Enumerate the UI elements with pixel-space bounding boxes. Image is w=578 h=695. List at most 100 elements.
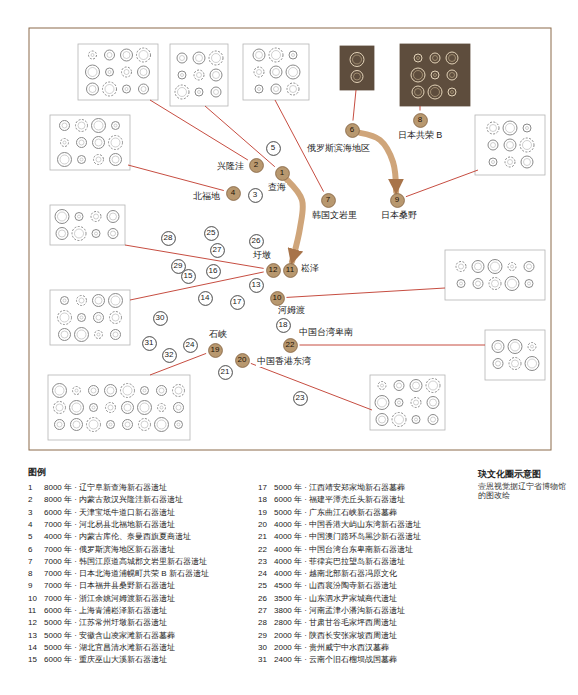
legend-entry: 7000 年 · 浙江余姚河姆渡新石器遗址 xyxy=(44,595,175,604)
legend-number: 11 xyxy=(28,607,36,616)
site-number: 6 xyxy=(345,123,360,138)
artifact-drawing xyxy=(50,205,125,245)
legend-number: 4 xyxy=(28,521,32,530)
artifact-drawing xyxy=(485,330,545,380)
legend-entry: 4000 年 · 菲律宾巴拉望岛新石器遗址 xyxy=(274,558,405,567)
site-marker: 13 xyxy=(249,278,264,293)
major-site-marker: 10河姆渡 xyxy=(270,291,285,306)
major-site-marker: 20中国香港东湾 xyxy=(235,353,250,368)
site-number: 9 xyxy=(390,193,405,208)
legend-number: 3 xyxy=(28,509,32,518)
artifact-drawing xyxy=(475,115,545,175)
site-marker: 14 xyxy=(198,291,213,306)
legend-number: 8 xyxy=(28,570,32,579)
legend-entry: 4500 年 · 山西襄汾陶寺新石器遗址 xyxy=(274,582,397,591)
legend-number: 17 xyxy=(258,484,267,493)
site-marker: 3 xyxy=(248,188,263,203)
major-site-marker: 8日本共荣 B xyxy=(413,113,428,128)
legend-number: 13 xyxy=(28,632,37,641)
map-frame xyxy=(29,28,551,450)
artifact-drawing xyxy=(170,44,228,106)
legend-entry: 5000 年 · 江苏常州圩墩新石器遗址 xyxy=(44,619,167,628)
legend-number: 10 xyxy=(28,595,37,604)
legend-entry: 7000 年 · 河北易县北福地新石器遗址 xyxy=(44,521,175,530)
leader-line xyxy=(125,245,264,268)
legend-entry: 7000 年 · 俄罗斯滨海地区新石器遗址 xyxy=(44,546,175,555)
spread-arrow xyxy=(287,180,303,262)
leader-line xyxy=(286,288,445,297)
artifact-drawing xyxy=(243,44,309,100)
site-number: 32 xyxy=(162,348,177,363)
legend-number: 1 xyxy=(28,484,32,493)
legend-entry: 6000 年 · 福建平潭壳丘头新石器遗址 xyxy=(274,496,405,505)
major-site-marker: 1查海 xyxy=(275,166,290,181)
site-number: 13 xyxy=(249,278,264,293)
site-marker: 21 xyxy=(218,365,233,380)
legend-entry: 2800 年 · 甘肃甘谷毛家坪西周遗址 xyxy=(274,619,397,628)
site-number: 1 xyxy=(275,166,290,181)
legend-number: 20 xyxy=(258,521,267,530)
major-site-marker: 11崧泽 xyxy=(283,263,298,278)
legend-entry: 2000 年 · 陕西长安张家坡西周遗址 xyxy=(274,632,397,641)
site-marker: 5 xyxy=(266,141,281,156)
leader-line xyxy=(128,165,224,191)
legend-entry: 7000 年 · 日本北海道浦幌町共荣 B 新石器遗址 xyxy=(44,570,209,579)
site-marker: 31 xyxy=(142,336,157,351)
site-number: 18 xyxy=(276,318,291,333)
artifact-photo xyxy=(340,46,374,90)
legend-number: 18 xyxy=(258,496,267,505)
site-number: 19 xyxy=(208,343,223,358)
site-name: 崧泽 xyxy=(300,264,320,274)
artifact-photo xyxy=(400,44,470,106)
site-number: 21 xyxy=(218,365,233,380)
site-name: 中国香港东湾 xyxy=(256,357,312,367)
legend-entry: 4000 年 · 中国香港大屿山东湾新石器遗址 xyxy=(274,521,421,530)
legend-number: 15 xyxy=(28,656,37,665)
legend-entry: 6000 年 · 天津宝坻牛道口新石器遗址 xyxy=(44,509,175,518)
legend-entry: 3800 年 · 河南孟津小潘沟新石器遗址 xyxy=(274,607,405,616)
site-number: 17 xyxy=(230,295,245,310)
legend-number: 30 xyxy=(258,644,267,653)
leader-line xyxy=(420,106,421,111)
leader-line xyxy=(406,170,478,197)
legend-entry: 5000 年 · 广东曲江石峡新石器墓葬 xyxy=(274,509,397,518)
site-number: 28 xyxy=(161,231,176,246)
leader-line xyxy=(205,106,275,167)
site-number: 10 xyxy=(270,291,285,306)
leader-line xyxy=(353,90,356,121)
legend-entry: 2400 年 · 云南个旧石榴坝战国墓葬 xyxy=(274,656,397,665)
legend-number: 26 xyxy=(258,595,267,604)
site-number: 29 xyxy=(171,259,186,274)
site-name: 石峡 xyxy=(208,330,228,340)
site-marker: 29 xyxy=(171,259,186,274)
major-site-marker: 2兴隆洼 xyxy=(249,158,264,173)
site-name: 中国台湾卑南 xyxy=(298,328,354,338)
legend-number: 7 xyxy=(28,558,32,567)
leader-line xyxy=(251,363,372,410)
site-name: 河姆渡 xyxy=(277,306,306,316)
legend-entry: 8000 年 · 内蒙古敖汉兴隆洼新石器遗址 xyxy=(44,496,183,505)
legend-entry: 6000 年 · 重庆巫山大溪新石器遗址 xyxy=(44,656,167,665)
legend-entry: 4000 年 · 越南北部新石器冯原文化 xyxy=(274,570,397,579)
legend-number: 31 xyxy=(258,656,267,665)
legend-entry: 3500 年 · 山东泗水尹家城商代遗址 xyxy=(274,595,397,604)
site-number: 26 xyxy=(249,234,264,249)
site-marker: 16 xyxy=(206,264,221,279)
legend-number: 24 xyxy=(258,570,267,579)
major-site-marker: 9日本桑野 xyxy=(390,193,405,208)
site-marker: 17 xyxy=(230,295,245,310)
legend-entry: 4000 年 · 内蒙古库伦、奈曼西旗夏商遗址 xyxy=(44,533,191,542)
major-site-marker: 7韩国文岩里 xyxy=(321,193,336,208)
legend-number: 14 xyxy=(28,644,37,653)
legend-number: 6 xyxy=(28,546,32,555)
legend-entry: 7000 年 · 韩国江原道高城郡文岩里新石器遗址 xyxy=(44,558,207,567)
legend-entry: 4000 年 · 中国台湾台东卑南新石器遗址 xyxy=(274,546,413,555)
legend-heading: 图例 xyxy=(28,468,46,478)
legend-number: 25 xyxy=(258,582,267,591)
major-site-marker: 19石峡 xyxy=(208,343,223,358)
legend-entry: 8000 年 · 辽宁阜新查海新石器遗址 xyxy=(44,484,167,493)
site-marker: 32 xyxy=(162,348,177,363)
site-number: 14 xyxy=(198,291,213,306)
legend-entry: 6000 年 · 上海青浦崧泽新石器遗址 xyxy=(44,607,167,616)
legend-number: 27 xyxy=(258,607,267,616)
